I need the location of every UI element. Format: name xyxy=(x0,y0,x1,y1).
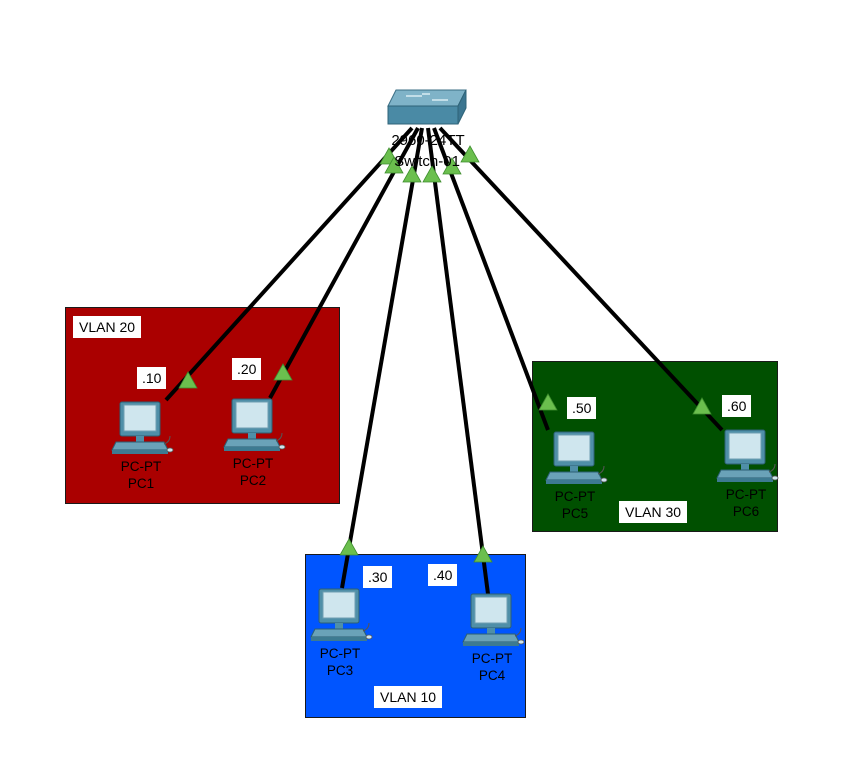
pc-icon xyxy=(540,430,610,488)
pc4-name-label: PC4 xyxy=(478,668,506,683)
link-up-indicator-switch-pc5 xyxy=(442,157,462,175)
link-pc4[interactable] xyxy=(426,127,490,595)
pc6-type-label: PC-PT xyxy=(725,487,767,502)
pc4-type-label: PC-PT xyxy=(471,651,513,666)
pc2-ip-label: .20 xyxy=(232,358,262,380)
link-up-indicator-pc-pc3 xyxy=(339,538,359,556)
vlan20-label: VLAN 20 xyxy=(73,316,142,338)
switch-name-label: Switch-01 xyxy=(394,153,460,170)
pc1-type-label: PC-PT xyxy=(120,459,162,474)
pc6-name-label: PC6 xyxy=(732,504,760,519)
pc2-device[interactable]: PC-PT PC2 xyxy=(213,397,293,489)
pc-icon xyxy=(106,400,176,458)
vlan30-label: VLAN 30 xyxy=(619,501,688,523)
link-up-indicator-pc-pc4 xyxy=(473,545,493,563)
link-up-indicator-switch-pc6 xyxy=(460,145,480,163)
pc5-ip-label: .50 xyxy=(567,397,597,419)
pc1-name-label: PC1 xyxy=(127,476,155,491)
pc6-device[interactable]: PC-PT PC6 xyxy=(706,428,786,520)
link-pc1[interactable] xyxy=(164,126,414,402)
link-up-indicator-switch-pc2 xyxy=(384,156,404,174)
pc5-name-label: PC5 xyxy=(561,506,589,521)
pc-icon xyxy=(457,592,527,650)
link-pc3[interactable] xyxy=(340,127,424,589)
pc4-device[interactable]: PC-PT PC4 xyxy=(452,592,532,684)
pc3-name-label: PC3 xyxy=(326,663,354,678)
link-up-indicator-pc-pc1 xyxy=(178,371,198,389)
switch-icon xyxy=(387,89,467,125)
pc6-ip-label: .60 xyxy=(722,395,752,417)
link-up-indicator-pc-pc2 xyxy=(273,363,293,381)
pc-icon xyxy=(711,428,781,486)
pc5-device[interactable]: PC-PT PC5 xyxy=(535,430,615,522)
link-up-indicator-switch-pc3 xyxy=(402,165,422,183)
link-pc5[interactable] xyxy=(432,127,550,431)
pc3-device[interactable]: PC-PT PC3 xyxy=(300,587,380,679)
pc-icon xyxy=(305,587,375,645)
pc1-ip-label: .10 xyxy=(137,367,167,389)
pc2-type-label: PC-PT xyxy=(232,456,274,471)
vlan10-label: VLAN 10 xyxy=(374,686,443,708)
link-up-indicator-pc-pc6 xyxy=(692,397,712,415)
pc3-ip-label: .30 xyxy=(363,566,393,588)
link-pc6[interactable] xyxy=(438,126,724,432)
pc-icon xyxy=(218,397,288,455)
link-up-indicator-switch-pc4 xyxy=(422,165,442,183)
pc2-name-label: PC2 xyxy=(239,473,267,488)
vlan20-zone xyxy=(65,307,340,504)
switch-model-label: 2960-24TT xyxy=(391,132,465,149)
link-up-indicator-pc-pc5 xyxy=(538,393,558,411)
pc1-device[interactable]: PC-PT PC1 xyxy=(101,400,181,492)
pc5-type-label: PC-PT xyxy=(554,489,596,504)
switch-device[interactable] xyxy=(386,88,468,135)
pc4-ip-label: .40 xyxy=(428,564,458,586)
pc3-type-label: PC-PT xyxy=(319,646,361,661)
